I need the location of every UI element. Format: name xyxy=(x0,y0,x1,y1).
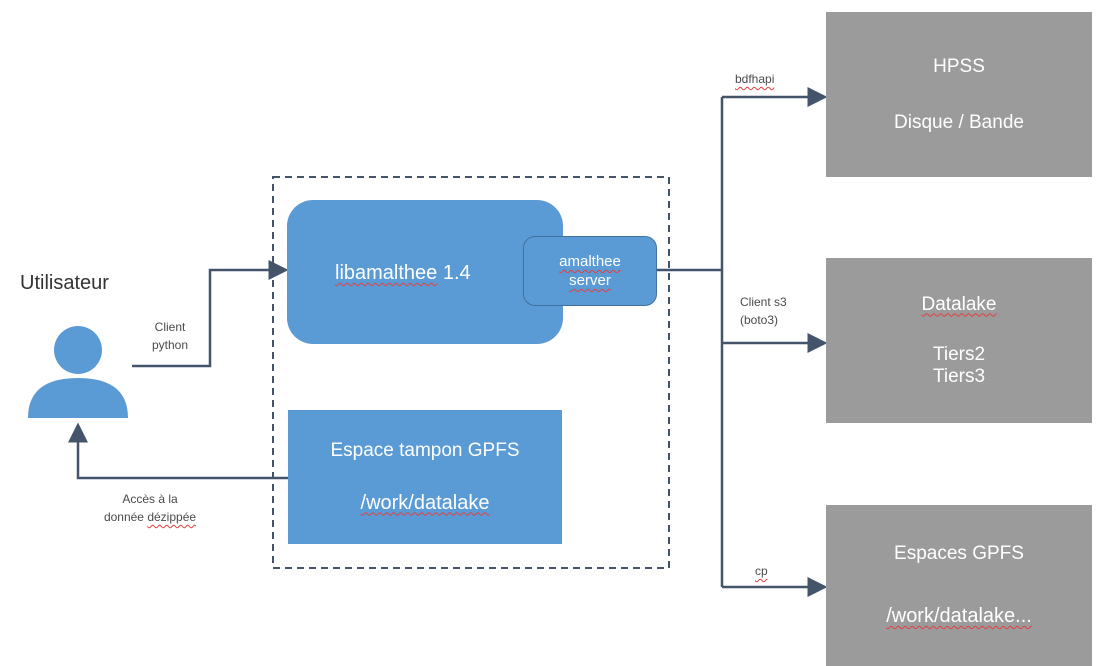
person-icon xyxy=(28,326,128,418)
acces-donnee-connector xyxy=(68,422,288,480)
dashed-container xyxy=(272,176,670,569)
libamalthee-box: libamalthee 1.4 xyxy=(287,200,563,344)
acces-donnee-label: Accès à la donnée dézippée xyxy=(103,492,197,524)
espaces-gpfs-box: Espaces GPFS /work/datalake... xyxy=(826,505,1092,666)
user-label: Utilisateur xyxy=(20,272,109,294)
amalthee-server-box: amalthee server xyxy=(523,236,657,306)
bdfhapi-label: bdfhapi xyxy=(735,72,775,86)
datalake-box: Datalake Tiers2 Tiers3 xyxy=(826,258,1092,423)
libamalthee-title: libamalthee 1.4 xyxy=(335,262,471,284)
client-s3-label: Client s3 (boto3) xyxy=(740,295,787,327)
espace-tampon-title: Espace tampon GPFS xyxy=(330,439,520,461)
cp-label: cp xyxy=(755,564,768,578)
espace-tampon-path: /work/datalake xyxy=(360,491,490,514)
client-python-label: Client python xyxy=(151,320,189,352)
espace-tampon-box: Espace tampon GPFS /work/datalake xyxy=(288,410,562,544)
client-python-connector xyxy=(132,260,289,368)
hpss-box: HPSS Disque / Bande xyxy=(826,12,1092,177)
